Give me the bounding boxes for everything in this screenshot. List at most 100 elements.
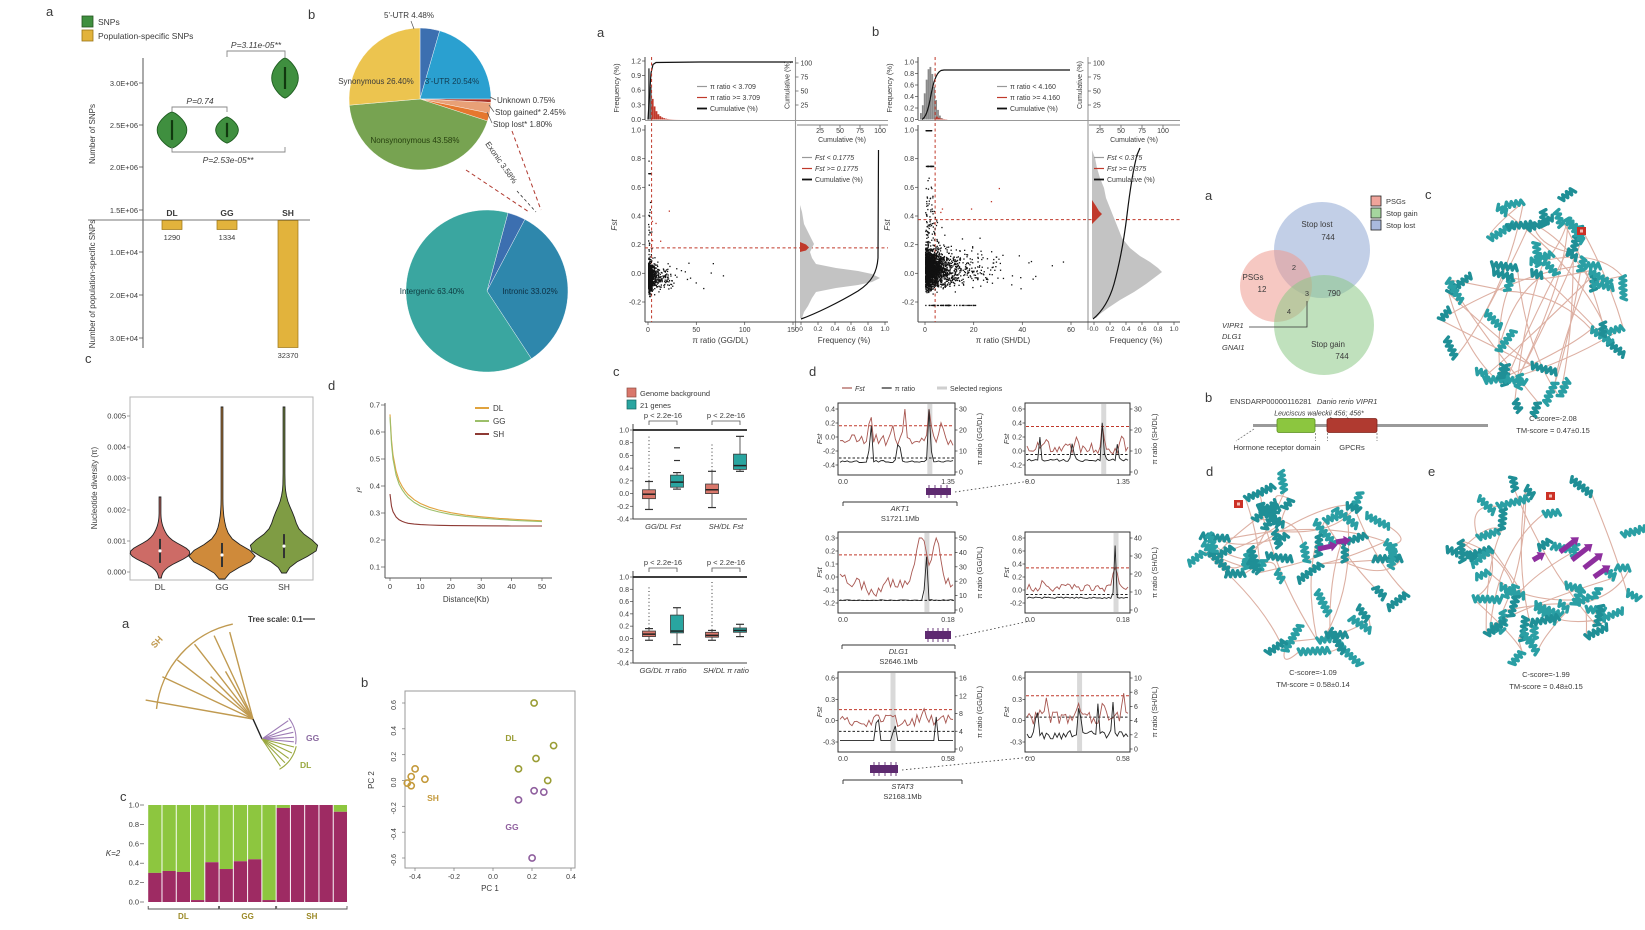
label: 1.35 xyxy=(1116,479,1130,486)
pt xyxy=(977,261,978,262)
pt xyxy=(992,274,993,275)
label: 0.2 xyxy=(825,549,835,556)
pt xyxy=(963,283,964,284)
pca-point-SH xyxy=(412,766,418,772)
pt xyxy=(652,240,653,241)
pt xyxy=(956,261,957,262)
pt xyxy=(971,271,972,272)
label: SH xyxy=(278,582,290,592)
pt xyxy=(658,272,659,273)
clade-gg: GG xyxy=(306,733,320,743)
pt xyxy=(946,267,947,268)
admix-green xyxy=(334,805,347,812)
label: 10 xyxy=(416,582,424,591)
label: 10 xyxy=(959,593,967,600)
pt xyxy=(954,264,955,265)
pt xyxy=(968,305,969,306)
pt xyxy=(962,305,963,306)
pt xyxy=(945,261,946,262)
label: 25 xyxy=(816,128,824,135)
label: 0.6 xyxy=(631,88,641,95)
pt xyxy=(948,247,949,248)
pt xyxy=(649,271,650,272)
pt xyxy=(930,263,931,264)
freq-ylabel: Frequency (%) xyxy=(885,63,894,113)
pt xyxy=(951,267,952,268)
pt xyxy=(940,256,941,257)
pt xyxy=(648,291,649,292)
pt xyxy=(951,278,952,279)
label: Stop gained* 2.45% xyxy=(495,108,566,117)
pt xyxy=(941,261,942,262)
pt xyxy=(976,271,977,272)
pt xyxy=(703,288,704,289)
ratio-label: π ratio (SH/DL) xyxy=(1150,413,1159,465)
legend: Selected regions xyxy=(950,386,1003,393)
pt xyxy=(966,263,967,264)
pt xyxy=(950,280,951,281)
pt xyxy=(946,275,947,276)
label: 0.0 xyxy=(838,617,848,624)
admix-magenta xyxy=(162,871,175,902)
fst-ylabel: Fst xyxy=(883,219,892,231)
box xyxy=(671,475,684,487)
pt xyxy=(648,288,649,289)
pt xyxy=(942,208,943,209)
label: 0.2 xyxy=(1012,435,1022,442)
line xyxy=(466,170,529,212)
pt xyxy=(937,265,938,266)
pt xyxy=(685,271,686,272)
pt xyxy=(945,270,946,271)
pt xyxy=(981,254,982,255)
pt xyxy=(667,269,668,270)
pt xyxy=(927,289,928,290)
label: -0.2 xyxy=(617,504,629,511)
pt xyxy=(941,276,942,277)
pt xyxy=(932,277,933,278)
pt xyxy=(1020,288,1021,289)
pt xyxy=(652,282,653,283)
pt xyxy=(934,277,935,278)
pt xyxy=(649,245,650,246)
legend-top: π ratio < 4.160 xyxy=(1010,84,1056,91)
pt xyxy=(928,269,929,270)
label: 0.4 xyxy=(566,874,576,881)
category: SH xyxy=(282,208,294,218)
pt xyxy=(933,266,934,267)
legend-top: Cumulative (%) xyxy=(1010,106,1058,113)
pt xyxy=(713,263,714,264)
pt xyxy=(650,209,651,210)
pt xyxy=(942,258,943,259)
label: 0.3 xyxy=(1012,697,1022,704)
pca-point-GG xyxy=(541,789,547,795)
label: 2.0E+06 xyxy=(110,163,138,172)
pt xyxy=(657,279,658,280)
pt xyxy=(668,263,669,264)
pt xyxy=(662,280,663,281)
line xyxy=(517,191,536,212)
pca-point-GG xyxy=(531,788,537,794)
pt xyxy=(937,273,938,274)
pt xyxy=(657,283,658,284)
label: -0.2 xyxy=(1010,601,1022,608)
label: 0.0 xyxy=(1089,326,1098,333)
pt xyxy=(945,248,946,249)
pt xyxy=(974,274,975,275)
admix-green xyxy=(191,805,204,900)
pt xyxy=(962,262,963,263)
pt xyxy=(933,284,934,285)
pt xyxy=(979,265,980,266)
label: 0.6 xyxy=(1012,676,1022,683)
label: 30 xyxy=(1134,407,1142,414)
label: -0.4 xyxy=(391,828,398,840)
pt xyxy=(932,211,933,212)
label: 0.2 xyxy=(391,752,398,762)
label: 8 xyxy=(959,711,963,718)
pt xyxy=(930,267,931,268)
pt xyxy=(977,266,978,267)
pt xyxy=(667,271,668,272)
label: 3'-UTR 20.54% xyxy=(425,77,479,86)
pt xyxy=(930,288,931,289)
pt xyxy=(964,271,965,272)
pt xyxy=(945,278,946,279)
